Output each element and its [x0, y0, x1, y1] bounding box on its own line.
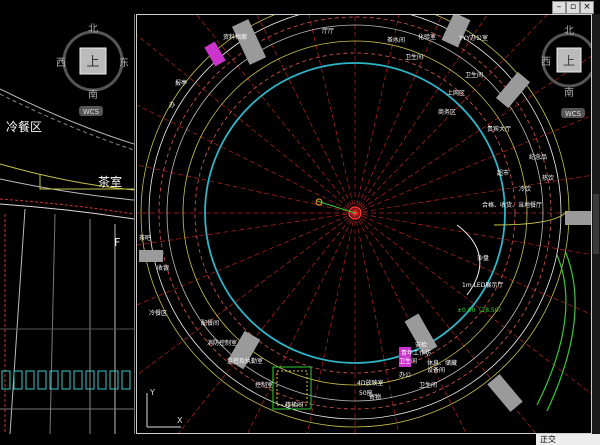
room-wc: 卫生间: [419, 381, 437, 389]
ortho-status[interactable]: 正交: [536, 434, 600, 445]
room-fifty-seats: 50座: [359, 389, 373, 397]
elevation-mark: ±0.00（28.50）: [457, 307, 505, 314]
room-cash: 收银: [157, 264, 169, 272]
room-hall: 厅厅: [322, 28, 334, 35]
room-lab: 化验室: [418, 33, 436, 41]
room-photo: 安检: [415, 341, 427, 349]
room-memorial: 纪念品: [529, 153, 547, 161]
room-youth: 青年工作坊: [401, 349, 431, 357]
room-led-hall: 1m LED展示厅: [462, 282, 503, 289]
compass-west-label: 西: [56, 58, 66, 69]
room-meal-center: 配餐间: [201, 319, 219, 327]
wcs-badge[interactable]: WCS: [83, 108, 100, 116]
room-shop-buy: 合格、收货、当地餐厅: [482, 201, 542, 209]
room-control: 控制室: [255, 381, 273, 389]
room-yyy: YYY办公室: [458, 34, 488, 42]
compass-north-label: 北: [88, 23, 98, 35]
vertical-scrollbar[interactable]: [592, 14, 600, 434]
room-study: 寄物: [369, 393, 381, 401]
room-office: 办: [169, 101, 175, 109]
label-cold-dining: 冷餐区: [6, 119, 42, 134]
room-monitor: 监控及执勤室: [227, 357, 263, 365]
room-stair: 楼梯间: [285, 401, 303, 409]
compass-south-label: 南: [564, 86, 574, 99]
left-viewport[interactable]: 上 北 南 西 东 WCS: [0, 14, 135, 434]
room-hot-dining: 热饮: [542, 174, 554, 182]
compass-south-label: 南: [88, 88, 98, 101]
ucs-icon: Y X: [146, 388, 183, 428]
view-cube-right[interactable]: 上 北 南 西 WCS: [541, 25, 592, 118]
minimize-button[interactable]: –: [552, 1, 566, 14]
title-strip: – ▫ ×: [0, 0, 600, 14]
right-viewport[interactable]: 上 北 南 西 WCS Y X 厅厅 茶水间 化验室 YYY办公室 卫生间 卫生…: [136, 14, 592, 434]
left-plan-lines: [0, 88, 134, 434]
room-snack: 茶吧: [139, 234, 151, 242]
compass-top-label: 上: [86, 55, 99, 70]
room-kiosk: 报亭: [175, 79, 187, 87]
structural-columns: [139, 15, 591, 412]
svg-text:X: X: [177, 416, 183, 425]
room-hygiene: 卫生间: [465, 71, 483, 79]
room-dining: 冷餐区: [149, 309, 167, 317]
room-media: 4D放映室: [357, 379, 383, 387]
room-vip-hall: 贵宾大厅: [487, 125, 511, 133]
room-wash: 卫生间: [405, 53, 423, 61]
restore-button[interactable]: ▫: [566, 1, 580, 14]
compass-east-label: 东: [119, 56, 129, 69]
label-tea-room: 茶室: [98, 174, 122, 189]
stair-elements: [204, 41, 576, 412]
status-bar: 正交: [0, 434, 600, 445]
compass-north-label: 北: [564, 25, 574, 37]
room-sand-table: 沙盘: [477, 254, 489, 262]
svg-text:Y: Y: [149, 388, 155, 397]
right-drawing-canvas: 上 北 南 西 WCS Y X 厅厅 茶水间 化验室 YYY办公室 卫生间 卫生…: [137, 15, 592, 433]
room-guard: 休息、储藏: [427, 359, 457, 367]
wcs-badge[interactable]: WCS: [565, 110, 582, 118]
close-button[interactable]: ×: [580, 1, 594, 14]
center-marker: [315, 198, 362, 220]
room-office2: 办公: [399, 371, 411, 379]
room-b-room: 设备间: [427, 366, 445, 374]
compass-top-label: 上: [563, 54, 575, 68]
scrollbar-thumb[interactable]: [593, 194, 599, 254]
room-cold: 冷饮: [519, 185, 531, 193]
plan-rings: [140, 15, 570, 428]
left-seat-row: [1, 370, 131, 390]
room-toilet-w: 卫生间: [399, 357, 417, 365]
room-material: 资料档案: [223, 33, 247, 41]
label-f-mark: F: [114, 236, 120, 249]
room-tea-water: 茶水间: [387, 36, 405, 44]
view-cube-left[interactable]: 上 北 南 西 东 WCS: [56, 23, 129, 116]
room-labels: 厅厅 茶水间 化验室 YYY办公室 卫生间 卫生间 资料档案 报亭 办 上网区 …: [139, 28, 554, 409]
room-business: 商务区: [438, 108, 456, 116]
room-up-room: 上网区: [447, 89, 465, 97]
room-fire-control: 消防控制室: [207, 339, 237, 347]
room-market: 超市: [497, 169, 509, 177]
compass-west-label: 西: [541, 57, 551, 68]
left-drawing-canvas: 上 北 南 西 东 WCS: [0, 23, 134, 434]
